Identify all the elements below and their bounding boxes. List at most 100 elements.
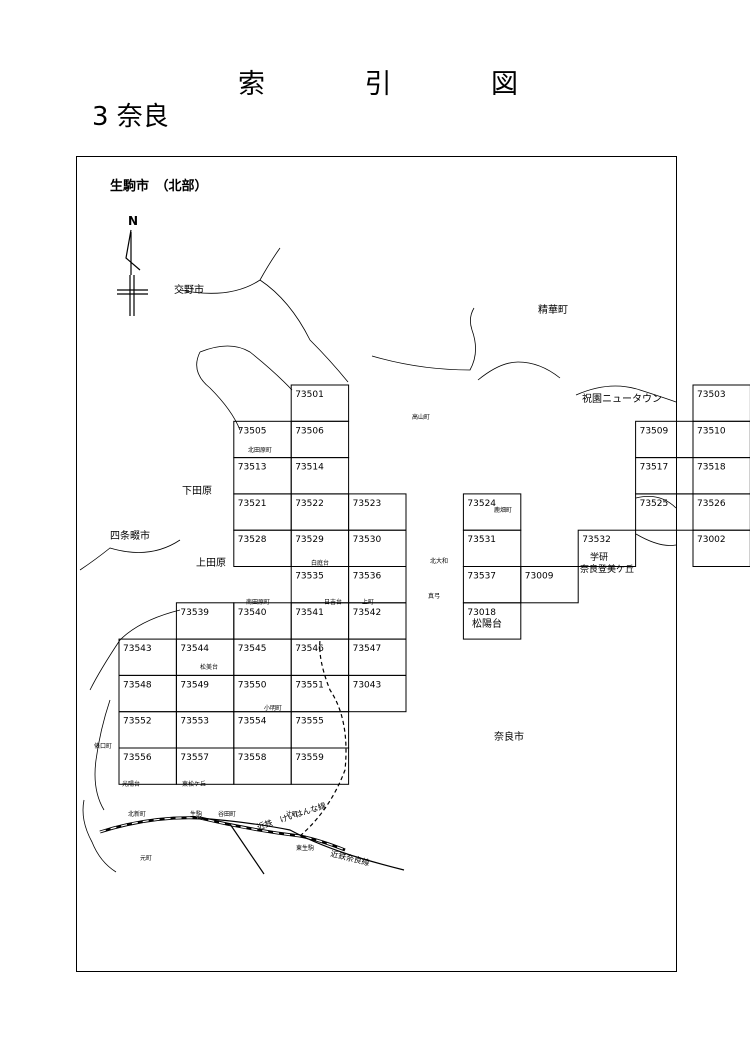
sheet-73539: 73539 (175, 602, 235, 640)
sheet-73521: 73521 (233, 493, 292, 531)
sheet-73043: 73043 (348, 674, 407, 713)
sheet-73510: 73510 (692, 420, 750, 459)
sheet-number: 73506 (295, 426, 324, 436)
rail-labels: 近鉄 けいはんな線 近鉄奈良線 (256, 800, 371, 867)
sheet-73543: 73543 (118, 638, 177, 676)
sheet-73532: 73532 (577, 529, 637, 568)
heading-char-1: 索 (238, 69, 265, 100)
sheet-73548: 73548 (118, 674, 177, 713)
small-label-kitayamato: 北大和 (430, 557, 448, 565)
sheet-number: 73505 (238, 426, 267, 436)
place-label-tomigaoka: 奈良登美ケ丘 (580, 563, 634, 575)
sheet-73524: 73524 (462, 493, 522, 531)
sheet-73554: 73554 (233, 711, 292, 749)
sheet-73559: 73559 (290, 747, 350, 785)
sheet-73525: 73525 (635, 493, 694, 531)
sheet-number: 73528 (238, 535, 267, 545)
sheet-73523: 73523 (348, 493, 407, 531)
sheet-73546: 73546 (290, 638, 350, 676)
sheet-73528: 73528 (233, 529, 292, 568)
sheet-number: 73556 (123, 753, 152, 763)
sheet-73018: 73018 (462, 602, 522, 640)
place-label-shijonawate: 四条畷市 (110, 529, 150, 542)
sheet-number: 73521 (238, 499, 267, 509)
small-label-ikoma: 生駒 (190, 810, 202, 818)
sheet-number: 73552 (123, 717, 152, 727)
page-heading: 索 引 図 (238, 62, 518, 101)
sheet-73540: 73540 (233, 602, 292, 640)
sheet-number: 73530 (353, 535, 382, 545)
small-label-higashiikoma: 東生駒 (296, 844, 314, 852)
small-label-kitashinmachi: 北新町 (128, 810, 146, 818)
sheet-73517: 73517 (635, 457, 694, 495)
sheet-number: 73553 (180, 717, 209, 727)
north-arrow-icon: N (117, 214, 148, 316)
small-label-tsujimachi: 辻町 (286, 810, 298, 818)
sheet-73535: 73535 (290, 566, 350, 604)
sheet-number: 73555 (295, 717, 324, 727)
sheet-number: 73002 (697, 535, 726, 545)
sheet-number: 73526 (697, 499, 726, 509)
small-label-mayumi: 真弓 (428, 592, 440, 600)
sheet-73549: 73549 (175, 674, 235, 713)
sheet-number: 73559 (295, 753, 324, 763)
sheet-number: 73018 (467, 608, 496, 618)
sheet-73503: 73503 (692, 384, 750, 422)
sheet-number: 73545 (238, 644, 267, 654)
railway-lines (99, 639, 405, 875)
sheet-73552: 73552 (118, 711, 177, 749)
small-label-minamitawara: 南田原町 (246, 598, 270, 606)
heading-char-3: 図 (491, 69, 518, 100)
small-label-hakuryo: 白庭台 (311, 559, 329, 567)
sheet-73518: 73518 (692, 457, 750, 495)
sheet-73509: 73509 (635, 420, 694, 459)
sheet-number: 73501 (295, 390, 324, 400)
sheet-73514: 73514 (290, 457, 350, 495)
sheet-73526: 73526 (692, 493, 750, 531)
sheet-number: 73535 (295, 572, 324, 582)
map-frame (76, 156, 677, 972)
sheet-number: 73522 (295, 499, 324, 509)
sheet-cell (348, 674, 407, 713)
sheet-number: 73547 (353, 644, 382, 654)
small-label-takayama: 高山町 (412, 413, 430, 421)
small-label-komyo: 小明町 (264, 704, 282, 712)
sheet-73557: 73557 (175, 747, 235, 785)
place-label-shimotahara: 下田原 (182, 485, 212, 497)
sheet-number: 73546 (295, 644, 324, 654)
sheet-number: 73517 (640, 463, 669, 473)
heading-char-2: 引 (364, 69, 392, 100)
small-label-taniden: 谷田町 (218, 810, 236, 818)
sheet-number: 73523 (353, 499, 382, 509)
place-label-katano: 交野市 (174, 283, 204, 296)
place-label-hosono: 祝園ニュータウン (582, 392, 662, 405)
sheet-number: 73557 (180, 753, 209, 763)
sheet-number: 73514 (295, 463, 324, 473)
sheet-73550: 73550 (233, 674, 292, 713)
sheet-number: 73548 (123, 680, 152, 690)
sheet-number: 73531 (467, 535, 496, 545)
sheet-73541: 73541 (290, 602, 350, 640)
sheet-73547: 73547 (348, 638, 407, 676)
sheet-cell (520, 566, 579, 604)
sheet-number: 73524 (467, 499, 496, 509)
sheet-number: 73536 (353, 572, 382, 582)
small-label-shoraidai: 松美台 (200, 663, 218, 671)
sheet-73556: 73556 (118, 747, 177, 785)
sheet-73002: 73002 (692, 529, 750, 568)
sheet-number: 73544 (180, 644, 209, 654)
place-label-nara: 奈良市 (494, 730, 524, 743)
sheet-number: 73532 (582, 535, 611, 545)
boundary-lines (79, 247, 677, 873)
sheet-number: 73009 (525, 572, 554, 582)
sheet-73542: 73542 (348, 602, 407, 640)
small-label-nishikouchi: 俵口町 (94, 742, 112, 750)
sheet-73536: 73536 (348, 566, 407, 604)
sheet-cell (290, 747, 350, 785)
sheet-73545: 73545 (233, 638, 292, 676)
sheet-number: 73509 (640, 426, 669, 436)
sheet-number: 73543 (123, 644, 152, 654)
sheet-73531: 73531 (462, 529, 522, 568)
sheet-73530: 73530 (348, 529, 407, 568)
small-label-kamimachi: 上町 (362, 598, 374, 606)
